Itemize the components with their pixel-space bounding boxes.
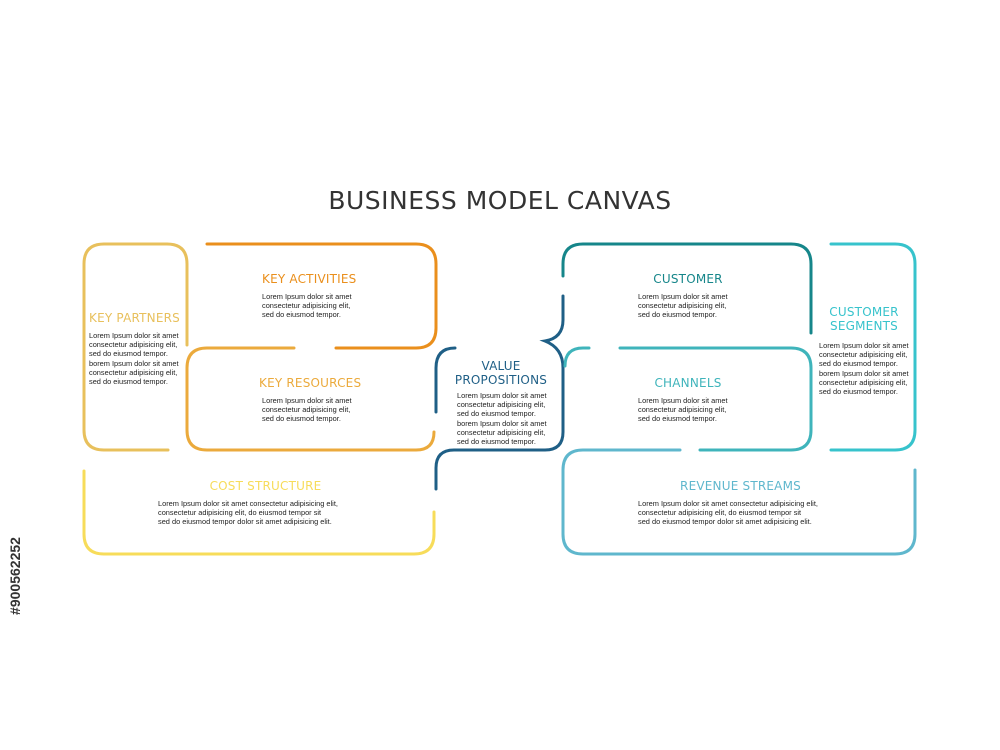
text-line: consectetur adipisicing elit,: [89, 340, 178, 350]
revenue-streams-outline: [561, 448, 917, 556]
stock-id-watermark: #900562252: [6, 512, 24, 640]
customer-segments-block: CUSTOMER SEGMENTS Lorem Ipsum dolor sit …: [816, 305, 912, 396]
value-propositions-title: VALUE PROPOSITIONS: [449, 359, 553, 387]
cost-structure-title: COST STRUCTURE: [209, 479, 322, 493]
text-line: Lorem Ipsum dolor sit amet: [89, 331, 179, 340]
text-line: consectetur adipisicing elit,: [262, 405, 351, 415]
text-line: sed do eiusmod tempor.: [819, 359, 898, 369]
revenue-streams-text: Lorem Ipsum dolor sit amet consectetur a…: [638, 499, 843, 527]
key-partners-title: KEY PARTNERS: [89, 311, 180, 325]
text-line: sed do eiusmod tempor.: [457, 437, 536, 447]
text-line: consectetur adipisicing elit, do eiusmod…: [158, 508, 322, 518]
title-line: VALUE: [481, 359, 521, 373]
text-line: sed do eiusmod tempor.: [262, 414, 341, 424]
customer-outline: [561, 242, 813, 335]
title-line: SEGMENTS: [830, 319, 898, 333]
value-propositions-text: Lorem Ipsum dolor sit amet consectetur a…: [457, 391, 553, 446]
cost-structure-block: COST STRUCTURE Lorem Ipsum dolor sit ame…: [158, 479, 373, 527]
text-line: consectetur adipisicing elit, do eiusmod…: [638, 508, 802, 518]
text-line: sed do eiusmod tempor dolor sit amet adi…: [158, 517, 332, 527]
text-line: Lorem Ipsum dolor sit amet: [819, 341, 909, 350]
text-line: Lorem Ipsum dolor sit amet consectetur a…: [158, 499, 338, 508]
text-line: borem Ipsum dolor sit amet: [89, 358, 179, 368]
customer-title: CUSTOMER: [653, 272, 723, 286]
text-line: borem Ipsum dolor sit amet: [819, 368, 909, 378]
text-line: consectetur adipisicing elit,: [262, 301, 351, 311]
channels-block: CHANNELS Lorem Ipsum dolor sit amet cons…: [638, 376, 738, 424]
key-activities-block: KEY ACTIVITIES Lorem Ipsum dolor sit ame…: [262, 272, 422, 320]
text-line: Lorem Ipsum dolor sit amet: [638, 396, 728, 405]
text-line: consectetur adipisicing elit,: [457, 400, 546, 410]
key-partners-block: KEY PARTNERS Lorem Ipsum dolor sit amet …: [89, 311, 185, 386]
key-resources-outline: [185, 346, 436, 452]
key-activities-outline: [205, 242, 438, 350]
text-line: consectetur adipisicing elit,: [638, 405, 727, 415]
cost-structure-outline: [82, 469, 436, 556]
value-propositions-outline: [434, 346, 457, 414]
value-propositions-block: VALUE PROPOSITIONS Lorem Ipsum dolor sit…: [449, 359, 553, 446]
customer-block: CUSTOMER Lorem Ipsum dolor sit amet cons…: [638, 272, 738, 320]
channels-title: CHANNELS: [654, 376, 722, 390]
revenue-streams-title: REVENUE STREAMS: [680, 479, 801, 493]
key-resources-title: KEY RESOURCES: [259, 376, 362, 390]
channels-text: Lorem Ipsum dolor sit amet consectetur a…: [638, 396, 738, 424]
text-line: sed do eiusmod tempor.: [262, 310, 341, 320]
customer-segments-title: CUSTOMER SEGMENTS: [816, 305, 912, 333]
text-line: Lorem Ipsum dolor sit amet: [262, 396, 352, 405]
value-propositions-outline-right: [434, 294, 565, 491]
text-line: Lorem Ipsum dolor sit amet: [262, 292, 352, 301]
revenue-streams-block: REVENUE STREAMS Lorem Ipsum dolor sit am…: [638, 479, 843, 527]
page-title: BUSINESS MODEL CANVAS: [328, 186, 672, 215]
key-partners-outline: [82, 242, 189, 452]
text-line: consectetur adipisicing elit,: [89, 367, 178, 377]
text-line: sed do eiusmod tempor dolor sit amet adi…: [638, 517, 812, 527]
key-resources-block: KEY RESOURCES Lorem Ipsum dolor sit amet…: [259, 376, 419, 424]
title-line: PROPOSITIONS: [454, 373, 548, 387]
text-line: consectetur adipisicing elit,: [457, 427, 546, 437]
text-line: sed do eiusmod tempor.: [89, 377, 168, 387]
key-activities-title: KEY ACTIVITIES: [262, 272, 357, 286]
customer-segments-outline: [829, 242, 917, 452]
customer-text: Lorem Ipsum dolor sit amet consectetur a…: [638, 292, 738, 320]
text-line: Lorem Ipsum dolor sit amet consectetur a…: [638, 499, 818, 508]
title-line: CUSTOMER: [829, 305, 899, 319]
text-line: sed do eiusmod tempor.: [819, 387, 898, 397]
text-line: sed do eiusmod tempor.: [457, 409, 536, 419]
text-line: consectetur adipisicing elit,: [819, 350, 908, 360]
text-line: borem Ipsum dolor sit amet: [457, 418, 547, 428]
text-line: consectetur adipisicing elit,: [638, 301, 727, 311]
text-line: sed do eiusmod tempor.: [638, 310, 717, 320]
cost-structure-text: Lorem Ipsum dolor sit amet consectetur a…: [158, 499, 373, 527]
text-line: consectetur adipisicing elit,: [819, 377, 908, 387]
channels-outline-left: [563, 346, 591, 368]
text-line: sed do eiusmod tempor.: [89, 349, 168, 359]
stock-id-text: #900562252: [7, 537, 23, 615]
text-line: sed do eiusmod tempor.: [638, 414, 717, 424]
key-resources-text: Lorem Ipsum dolor sit amet consectetur a…: [262, 396, 419, 424]
channels-outline: [618, 346, 813, 452]
key-partners-text: Lorem Ipsum dolor sit amet consectetur a…: [89, 331, 185, 386]
text-line: Lorem Ipsum dolor sit amet: [457, 391, 547, 400]
customer-segments-text: Lorem Ipsum dolor sit amet consectetur a…: [819, 341, 912, 396]
text-line: Lorem Ipsum dolor sit amet: [638, 292, 728, 301]
key-activities-text: Lorem Ipsum dolor sit amet consectetur a…: [262, 292, 422, 320]
